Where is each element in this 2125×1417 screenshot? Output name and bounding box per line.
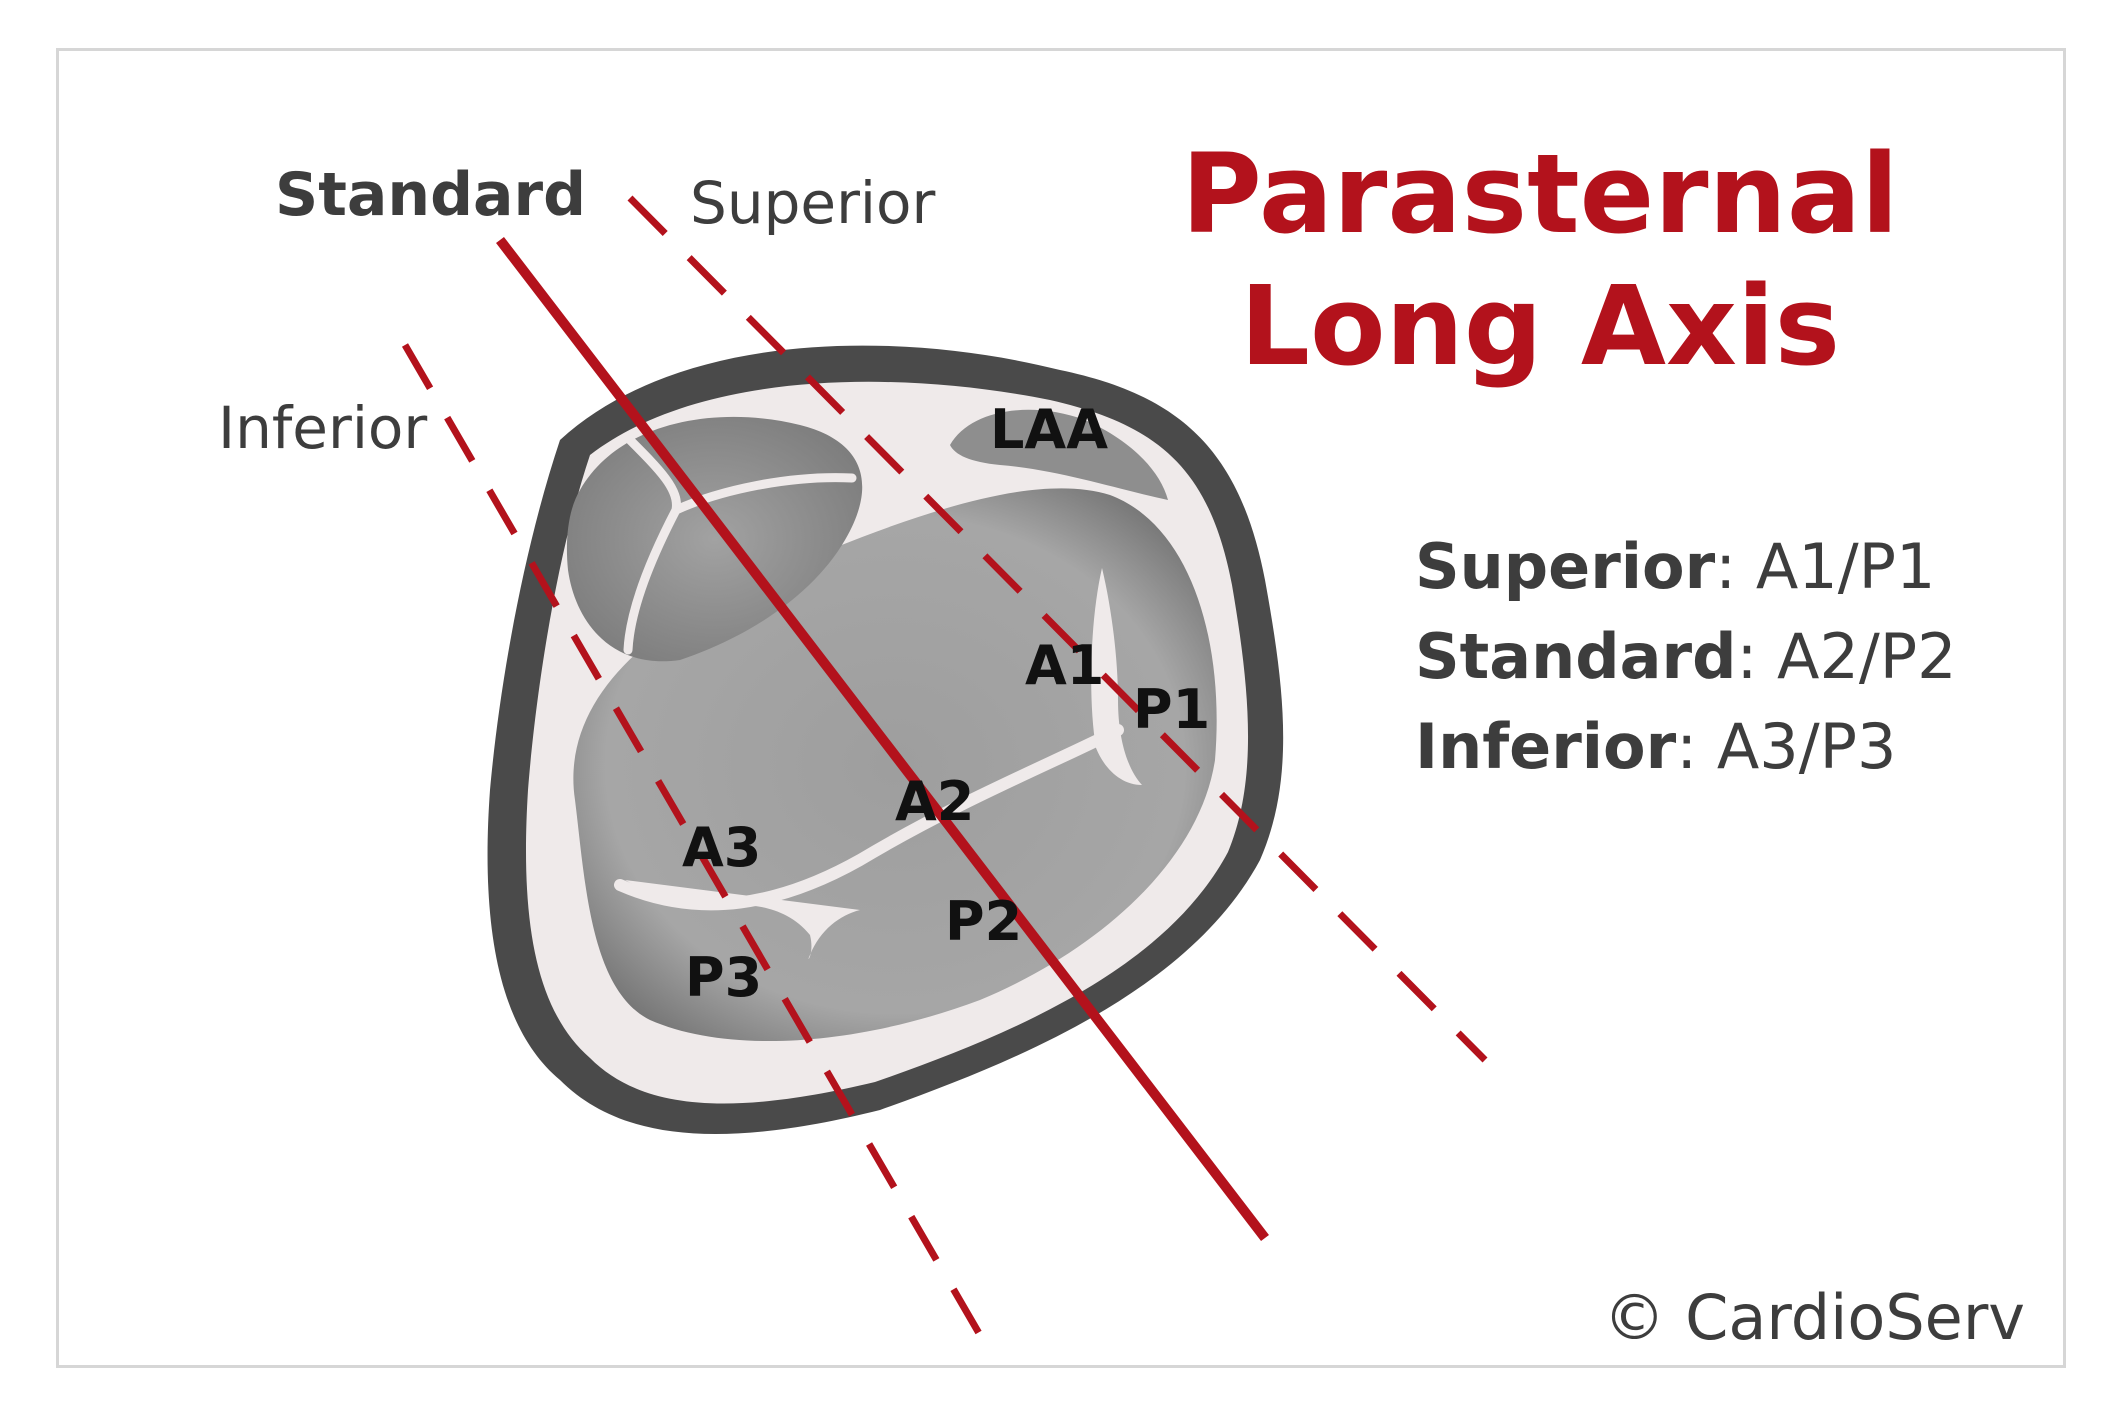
scan-plane-lines (401, 195, 1488, 1337)
inferior-plane-line (401, 343, 984, 1337)
segment-label-p2: P2 (945, 890, 1023, 953)
standard-plane-label: Standard (275, 160, 587, 230)
title-line-2: Long Axis (1239, 262, 1841, 390)
inferior-plane-label: Inferior (218, 394, 428, 462)
segment-label-a1: A1 (1025, 634, 1105, 697)
legend-row-inferior: Inferior: A3/P3 (1415, 710, 1897, 783)
laa-shape (950, 409, 1168, 500)
segment-label-p3: P3 (685, 946, 763, 1009)
segment-label-p1: P1 (1133, 678, 1211, 741)
commissure-lateral (1091, 568, 1142, 785)
superior-plane-label: Superior (690, 169, 936, 237)
coaptation-line (614, 724, 1124, 911)
segment-label-a2: A2 (895, 770, 975, 833)
legend: Superior: A1/P1 Standard: A2/P2 Inferior… (1415, 522, 1957, 792)
segment-label-a3: A3 (682, 816, 762, 879)
commissure-medial (625, 880, 860, 959)
standard-plane-line (496, 236, 1269, 1242)
figure-title: Parasternal Long Axis (1110, 128, 1970, 392)
aortic-cusp-lines (623, 433, 857, 655)
legend-row-superior: Superior: A1/P1 (1415, 530, 1936, 603)
superior-plane-line (627, 195, 1488, 1063)
legend-row-standard: Standard: A2/P2 (1415, 620, 1957, 693)
title-line-1: Parasternal (1181, 130, 1899, 258)
copyright-notice: © CardioServ (1603, 1281, 2025, 1354)
segment-label-laa: LAA (990, 398, 1108, 461)
